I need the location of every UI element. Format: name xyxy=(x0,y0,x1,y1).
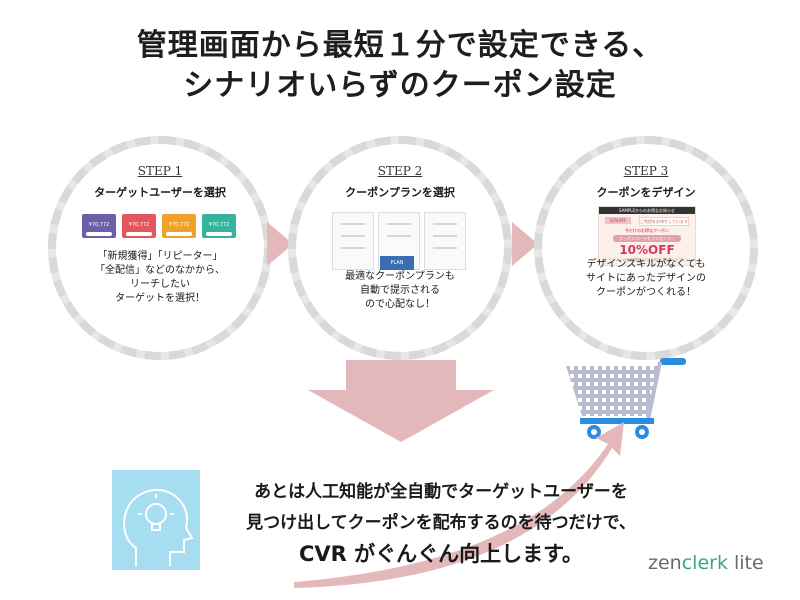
step-2-description: 最適なクーポンプランも 自動で提示される ので心配なし！ xyxy=(345,271,455,310)
step-1-circle: STEP 1 ターゲットユーザーを選択 ¥70,772 ¥70,772 ¥70,… xyxy=(48,136,272,360)
coupon-plans: PLAN xyxy=(330,208,470,272)
target-card-new: ¥70,772 xyxy=(82,214,116,238)
plan-card xyxy=(332,212,374,270)
target-cards: ¥70,772 ¥70,772 ¥70,772 ¥70,772 xyxy=(82,214,238,238)
step-2-circle: STEP 2 クーポンプランを選択 PLAN 最適なクーポンプランも 自動で提示… xyxy=(288,136,512,360)
coupon-button: クーポンコードをプレゼント！ xyxy=(613,235,681,242)
message-line-1: あとは人工知能が全自動でターゲットユーザーを xyxy=(254,482,628,502)
step-2-label: STEP 2 xyxy=(377,164,423,178)
step-2-title: クーポンプランを選択 xyxy=(345,186,455,199)
message-line-3: CVR がぐんぐん向上します。 xyxy=(298,542,584,566)
growth-swoosh-icon xyxy=(294,422,624,588)
step-3-title: クーポンをデザイン xyxy=(596,186,696,199)
coupon-footer: クーポンの有効期限は１日以内にご利用ください xyxy=(608,258,686,262)
target-card-repeater: ¥70,772 xyxy=(122,214,156,238)
step-1-description: 「新規獲得」「リピーター」 「全配信」などのなかから、 リーチしたい ターゲット… xyxy=(95,251,225,304)
target-card-other: ¥70,772 xyxy=(202,214,236,238)
headline-line-1: 管理画面から最短１分で設定できる、 xyxy=(136,28,664,63)
coupon-subtext: 今だけのお得なクーポン xyxy=(625,228,669,233)
headline-line-2: シナリオいらずのクーポン設定 xyxy=(183,68,617,103)
message-line-2: 見つけ出してクーポンを配布するのを待つだけで、 xyxy=(246,513,636,533)
coupon-header: SAMPLEからのお得なお知らせ xyxy=(599,207,695,214)
step-3-description: デザインスキルがなくても サイトにあったデザインの クーポンがつくれる！ xyxy=(586,259,706,298)
step-arrow-2 xyxy=(512,222,538,266)
ai-lightbulb-head-icon xyxy=(123,489,194,566)
coupon-preview: SAMPLEからのお得なお知らせ 10%OFF ご利用をお待ちしています 今だけ… xyxy=(598,206,696,266)
ai-head-box xyxy=(112,470,200,570)
headline: 管理画面から最短１分で設定できる、 シナリオいらずのクーポン設定 xyxy=(0,26,800,106)
closing-message: あとは人工知能が全自動でターゲットユーザーを 見つけ出してクーポンを配布するのを… xyxy=(226,477,656,570)
step-1-label: STEP 1 xyxy=(137,164,183,178)
step-3-label: STEP 3 xyxy=(623,164,669,178)
target-card-all: ¥70,772 xyxy=(162,214,196,238)
coupon-tag-left: 10%OFF xyxy=(605,217,631,224)
plan-card xyxy=(424,212,466,270)
coupon-discount: 10%OFF xyxy=(619,243,675,257)
coupon-tag-right: ご利用をお待ちしています xyxy=(639,217,689,226)
step-3-circle: STEP 3 クーポンをデザイン SAMPLEからのお得なお知らせ 10%OFF… xyxy=(534,136,758,360)
zenclerk-lite-logo: zenclerk lite xyxy=(648,552,764,574)
plan-select-button: PLAN xyxy=(380,256,414,270)
step-1-title: ターゲットユーザーを選択 xyxy=(94,186,226,199)
shopping-cart-icon xyxy=(566,358,686,439)
down-arrow-icon xyxy=(308,360,494,442)
